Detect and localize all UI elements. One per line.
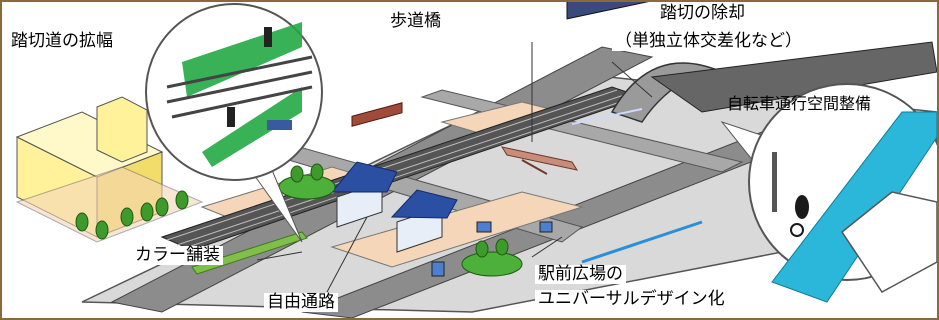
rail-line	[184, 96, 636, 249]
bridge-stair	[521, 159, 548, 175]
info-board	[476, 221, 492, 233]
crossing-rail	[171, 85, 313, 119]
label-pedestrian-bridge: 歩道橋	[387, 12, 444, 31]
info-board	[431, 261, 445, 277]
leader-line	[611, 61, 653, 98]
crossing-barrier	[264, 27, 272, 47]
green-patch	[278, 174, 336, 200]
bike-lane	[771, 111, 937, 303]
train	[566, 2, 653, 20]
bicycle-wheel	[790, 223, 804, 237]
trees-patch	[290, 163, 324, 183]
free-passage-box	[351, 102, 403, 127]
plaza-area-2	[330, 191, 584, 268]
crossing-car	[267, 120, 292, 130]
label-bicycle-space: 自転車通行空間整備	[727, 94, 872, 113]
elevated-track	[650, 41, 937, 113]
pedestrian-bridge	[500, 146, 579, 171]
cyclist	[795, 195, 809, 219]
green-patch-2	[461, 251, 523, 277]
rail-line	[166, 89, 618, 241]
label-free-passage: 自由通路	[264, 293, 338, 312]
car-outline	[840, 191, 937, 293]
trees-patch-2	[475, 238, 509, 258]
crossing-green-2	[202, 87, 302, 167]
leader-line	[326, 216, 368, 293]
station-roof-2	[390, 189, 458, 219]
leader-line	[256, 251, 303, 261]
trees-left	[75, 190, 189, 240]
station-roof	[330, 161, 398, 193]
rail-line	[176, 93, 628, 246]
building-lot	[15, 166, 204, 243]
info-board	[539, 221, 553, 233]
bike-lane-line	[581, 220, 703, 264]
crossing-barrier	[227, 107, 235, 127]
label-color-paving: カラー舗装	[132, 246, 223, 265]
label-station-plaza-line1: 駅前広場の	[535, 265, 626, 284]
train-windows	[571, 108, 643, 125]
crossing-rail	[166, 70, 313, 104]
leader-line	[531, 236, 563, 258]
crossing-rail	[166, 55, 313, 89]
label-crossing-removal: 踏切の除却	[657, 4, 748, 23]
office-tower	[96, 96, 148, 163]
label-crossing-removal-note: （単独立体交差化など）	[612, 32, 805, 51]
sidewalk-pole	[772, 152, 777, 212]
label-crossing-widening: 踏切道の拡幅	[8, 32, 116, 51]
label-station-plaza-line2: ユニバーサルデザイン化	[535, 290, 728, 309]
